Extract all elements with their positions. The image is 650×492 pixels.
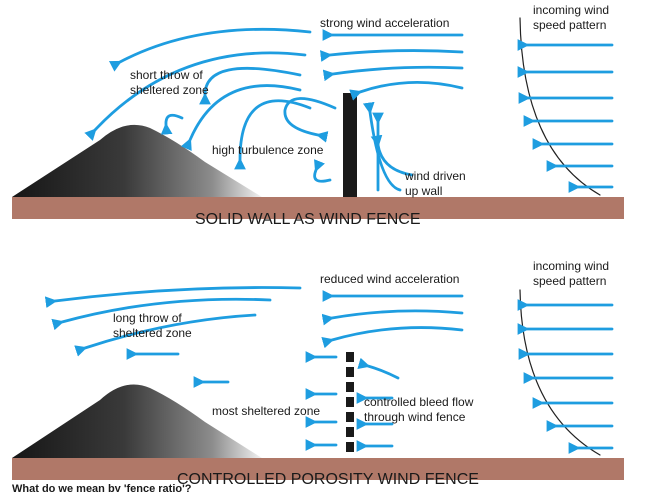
label-incoming-bottom-2: speed pattern	[533, 274, 606, 288]
flow-arrow	[84, 51, 307, 141]
label-strong-acceleration: strong wind acceleration	[320, 16, 449, 30]
flow-arrow	[199, 66, 302, 105]
flow-arrow	[234, 99, 312, 170]
label-incoming-top-2: speed pattern	[533, 18, 606, 32]
label-short-throw: short throw of	[130, 68, 203, 82]
acceleration-arrows	[84, 27, 464, 183]
flow-arrow	[370, 134, 414, 177]
flow-arrow	[349, 80, 464, 101]
flow-arrow	[108, 27, 312, 72]
stockpile-top	[12, 124, 262, 197]
speed-profile-curve-bottom	[519, 289, 601, 456]
title-solid-wall: SOLID WALL AS WIND FENCE	[195, 211, 421, 228]
label-long-throw-2: sheltered zone	[113, 326, 192, 340]
flow-arrow	[74, 313, 257, 357]
bottom-panel: reduced wind acceleration long throw of …	[12, 259, 624, 488]
label-up-wall: up wall	[405, 184, 442, 198]
ground-top	[12, 197, 624, 219]
stockpile-bottom	[12, 384, 262, 458]
label-reduced-acceleration: reduced wind acceleration	[320, 272, 459, 286]
flow-arrow	[362, 101, 402, 192]
porous-fence	[346, 352, 354, 452]
label-bleed-flow: controlled bleed flow	[364, 395, 474, 409]
label-bleed-flow-2: through wind fence	[364, 410, 466, 424]
flow-arrow	[313, 159, 332, 183]
label-high-turbulence: high turbulence zone	[212, 143, 324, 157]
label-most-sheltered: most sheltered zone	[212, 404, 320, 418]
reduced-acceleration-arrows	[44, 286, 464, 388]
title-porosity-fence: CONTROLLED POROSITY WIND FENCE	[177, 471, 479, 488]
bleed-flow-arrows	[305, 351, 400, 452]
incoming-wind-arrows-top	[517, 39, 614, 193]
flow-arrow	[322, 65, 464, 82]
flow-arrow	[44, 286, 302, 309]
label-long-throw: long throw of	[113, 311, 182, 325]
flow-arrow	[320, 49, 464, 62]
flow-arrow	[180, 84, 302, 151]
flow-arrow	[51, 297, 272, 331]
label-wind-driven: wind driven	[404, 169, 466, 183]
flow-arrow	[321, 309, 464, 326]
label-incoming-top: incoming wind	[533, 3, 609, 17]
flow-arrow	[357, 357, 400, 380]
flow-arrow	[321, 326, 464, 349]
caption-question: What do we mean by 'fence ratio'?	[12, 483, 192, 492]
flow-arrow	[160, 113, 184, 135]
label-incoming-bottom: incoming wind	[533, 259, 609, 273]
flow-arrow	[283, 97, 337, 143]
ground-bottom	[12, 458, 624, 480]
incoming-wind-arrows-bottom	[517, 299, 614, 454]
label-short-throw-2: sheltered zone	[130, 83, 209, 97]
solid-wall	[343, 93, 357, 197]
top-panel: strong wind acceleration short throw of …	[12, 3, 624, 228]
updraft-arrows	[362, 101, 414, 192]
